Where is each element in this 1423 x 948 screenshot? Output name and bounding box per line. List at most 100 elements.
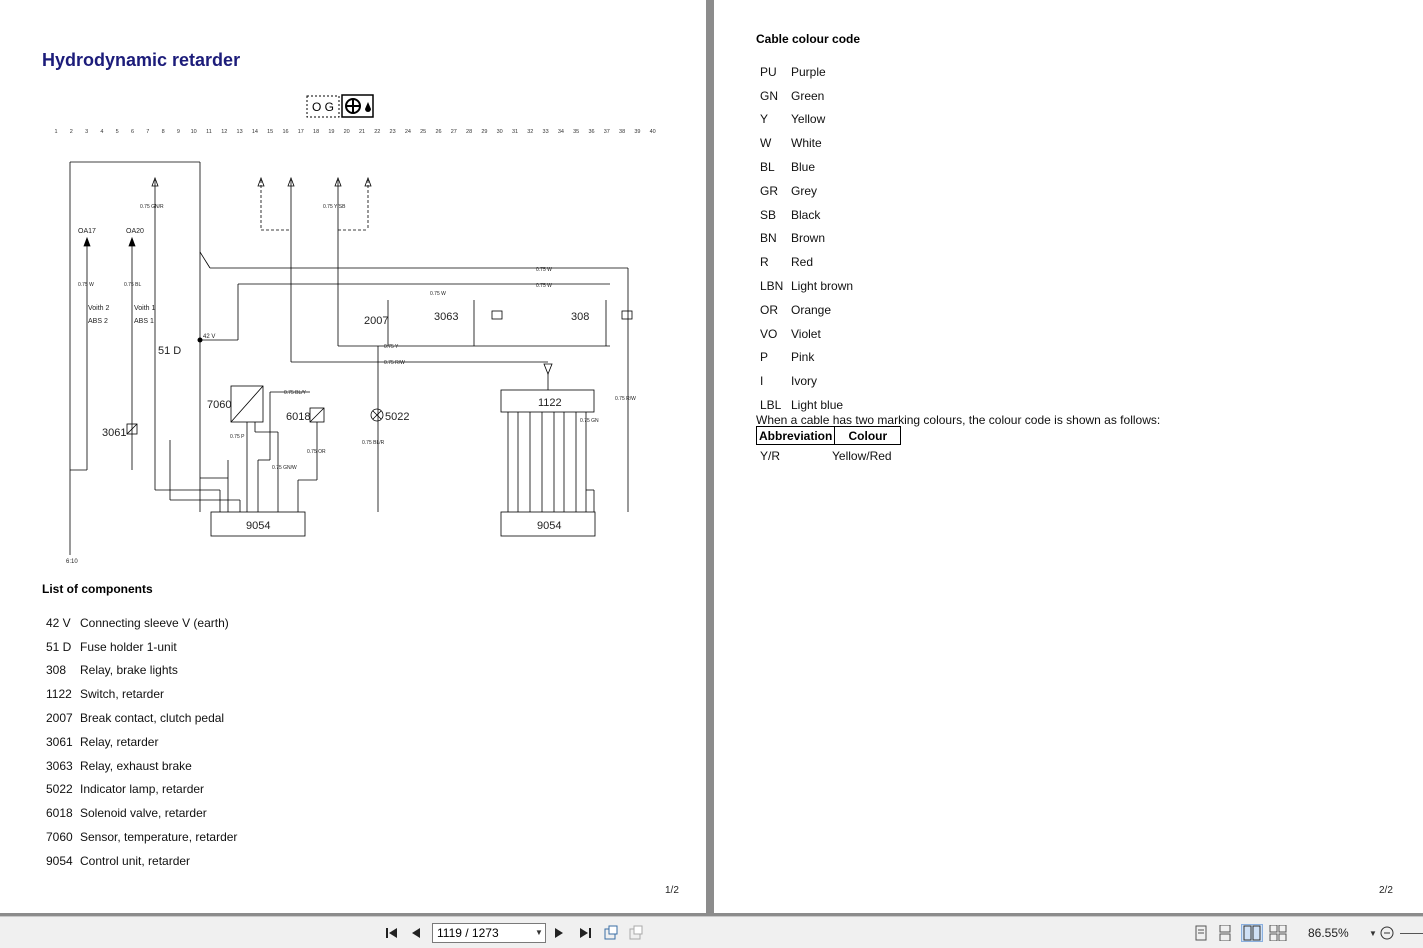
zoom-level[interactable]: 86.55% [1308,926,1349,940]
ruler-tick-label: 30 [497,129,503,135]
list-item: LBL Light blue [760,393,853,417]
component-code: 3063 [46,758,73,773]
ruler-tick-label: 22 [374,129,380,135]
colour-name: Yellow [791,112,826,127]
component-5022: 5022 [385,411,409,423]
component-code: 51 D [46,639,72,654]
example-row: Y/R Yellow/Red [760,449,892,463]
previous-page-icon[interactable] [407,924,425,942]
component-code: 6018 [46,806,73,821]
colour-name: Black [791,207,821,222]
list-item: 51 D Fuse holder 1-unit [46,635,237,659]
badge-text: O G [312,100,334,114]
component-description: Control unit, retarder [80,853,191,868]
colour-code: BN [760,231,777,246]
ruler-tick-label: 38 [619,129,625,135]
colour-name: Blue [791,160,816,175]
ruler-tick-label: 29 [481,129,487,135]
component-3063: 3063 [434,311,458,323]
component-description: Fuse holder 1-unit [80,639,177,654]
badge: O G [306,94,374,118]
component-description: Connecting sleeve V (earth) [80,615,229,630]
ruler-tick-label: 24 [405,129,411,135]
component-6018: 6018 [286,411,310,423]
example-colour: Yellow/Red [832,449,892,463]
single-page-view-icon[interactable] [1192,924,1210,942]
colour-code: Y [760,112,769,127]
colour-code: R [760,255,769,270]
page-number-input[interactable] [432,923,546,943]
ruler-tick-label: 10 [191,129,197,135]
label-oa20: OA20 [126,228,144,235]
label-voith1: Voith 1 [134,305,156,312]
page-number: 2/2 [1379,885,1393,896]
last-page-icon[interactable] [576,924,594,942]
viewer-toolbar: ▼ 86.55% ▼ [0,916,1423,948]
component-7060: 7060 [207,399,231,411]
label-ref-610: 6:10 [66,559,78,565]
label-oa17: OA17 [78,228,96,235]
save-pages-icon[interactable] [602,924,620,942]
component-9054-right: 9054 [537,520,561,532]
page-title: Hydrodynamic retarder [42,50,241,70]
list-item: I Ivory [760,369,853,393]
colour-name: Violet [791,326,821,341]
colour-code: GR [760,183,778,198]
list-item: GR Grey [760,179,853,203]
ruler-tick-label: 11 [206,129,212,135]
ruler-tick-label: 16 [282,129,288,135]
next-page-icon[interactable] [550,924,568,942]
label-voith2: Voith 2 [88,305,110,312]
abbreviation-table: Abbreviation Colour [755,426,902,445]
component-description: Sensor, temperature, retarder [80,830,238,845]
facing-pages-view-icon[interactable] [1241,924,1263,942]
wire-label: 0.75 Y [384,344,399,350]
colour-code: SB [760,207,777,222]
colour-name: Ivory [791,374,818,389]
ruler-tick-label: 26 [435,129,441,135]
component-code: 1122 [46,687,72,702]
component-code: 5022 [46,782,73,797]
zoom-out-icon[interactable] [1378,924,1396,942]
colour-code: I [760,374,764,389]
component-1122: 1122 [538,397,562,409]
zoom-dropdown-icon[interactable]: ▼ [1369,929,1377,938]
ruler-tick-label: 33 [543,129,549,135]
colour-name: Green [791,88,825,103]
page-dropdown-icon[interactable]: ▼ [535,928,543,937]
colour-name: Light blue [791,398,844,413]
wire-label: 0.75 W [536,283,552,289]
table-header-colour: Colour [834,426,902,445]
component-code: 9054 [46,853,73,868]
colour-code: P [760,350,769,365]
wire-label: 0.75 GN/W [272,465,297,471]
table-header-abbreviation: Abbreviation [755,426,836,445]
colour-name: Red [791,255,814,270]
component-3061: 3061 [102,427,126,439]
zoom-slider[interactable] [1400,933,1423,934]
ruler-tick-label: 9 [177,129,180,135]
label-abs1: ABS 1 [134,318,154,325]
colour-code: LBL [760,398,782,413]
first-page-icon[interactable] [383,924,401,942]
wire-label: 0.75 W [78,282,94,288]
colour-name: Grey [791,183,818,198]
list-item: 7060 Sensor, temperature, retarder [46,825,237,849]
wire-label: 0.75 W [430,291,446,297]
ruler-tick-label: 14 [252,129,258,135]
list-item: Y Yellow [760,108,853,132]
component-code: 7060 [46,830,73,845]
continuous-facing-view-icon[interactable] [1269,924,1287,942]
list-item: SB Black [760,203,853,227]
copy-pages-icon[interactable] [627,924,645,942]
label-42v: 42 V [203,334,215,340]
continuous-view-icon[interactable] [1216,924,1234,942]
